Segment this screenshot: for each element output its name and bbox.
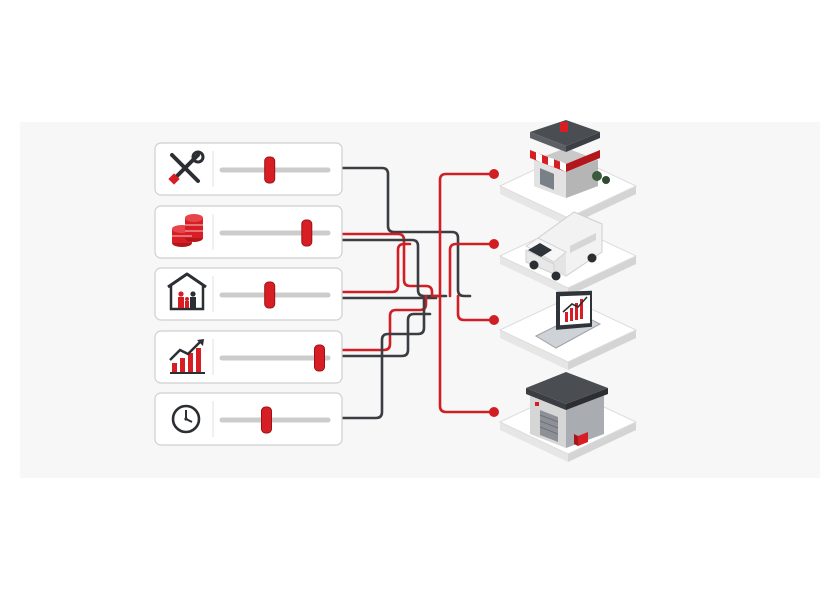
wire-to-laptop: [456, 294, 496, 322]
storefront-icon: [530, 120, 610, 198]
slider-knob[interactable]: [264, 281, 276, 309]
wire-growth: [340, 294, 428, 352]
house-family-icon: [167, 272, 207, 311]
laptop-analytics-icon: [534, 290, 602, 349]
wire-to-van: [448, 242, 496, 298]
wire-to-warehouse: [438, 294, 496, 414]
growth-chart-icon: [169, 339, 205, 374]
node-van: [489, 239, 499, 249]
delivery-van-icon: [525, 211, 603, 281]
slider-panel-growth: [154, 330, 343, 384]
wire-coins-dark: [340, 238, 448, 298]
slider-knob[interactable]: [261, 406, 272, 434]
wires: [340, 166, 499, 420]
destination-store: [498, 120, 638, 226]
slider-knob[interactable]: [301, 219, 313, 247]
node-warehouse: [489, 407, 499, 417]
wire-coins: [340, 232, 434, 298]
node-laptop: [489, 315, 499, 325]
wire-to-store: [438, 172, 496, 298]
tools-icon: [168, 150, 205, 185]
destination-van: [498, 211, 638, 296]
slider-knob[interactable]: [264, 156, 276, 184]
destination-laptop: [498, 290, 638, 370]
node-store: [489, 169, 499, 179]
destination-warehouse: [498, 372, 638, 462]
slider-panel-coins: [154, 205, 343, 259]
wire-clock: [340, 298, 426, 420]
slider-panel-tools: [154, 142, 343, 196]
coins-stack-icon: [172, 214, 203, 247]
clock-icon: [171, 404, 201, 434]
slider-knob[interactable]: [314, 344, 325, 372]
diagram-background: [20, 122, 820, 478]
wire-tools: [340, 166, 472, 298]
slider-panel-clock: [154, 392, 343, 446]
warehouse-icon: [526, 372, 608, 448]
wire-house: [340, 242, 412, 294]
slider-panel-house: [154, 267, 343, 321]
